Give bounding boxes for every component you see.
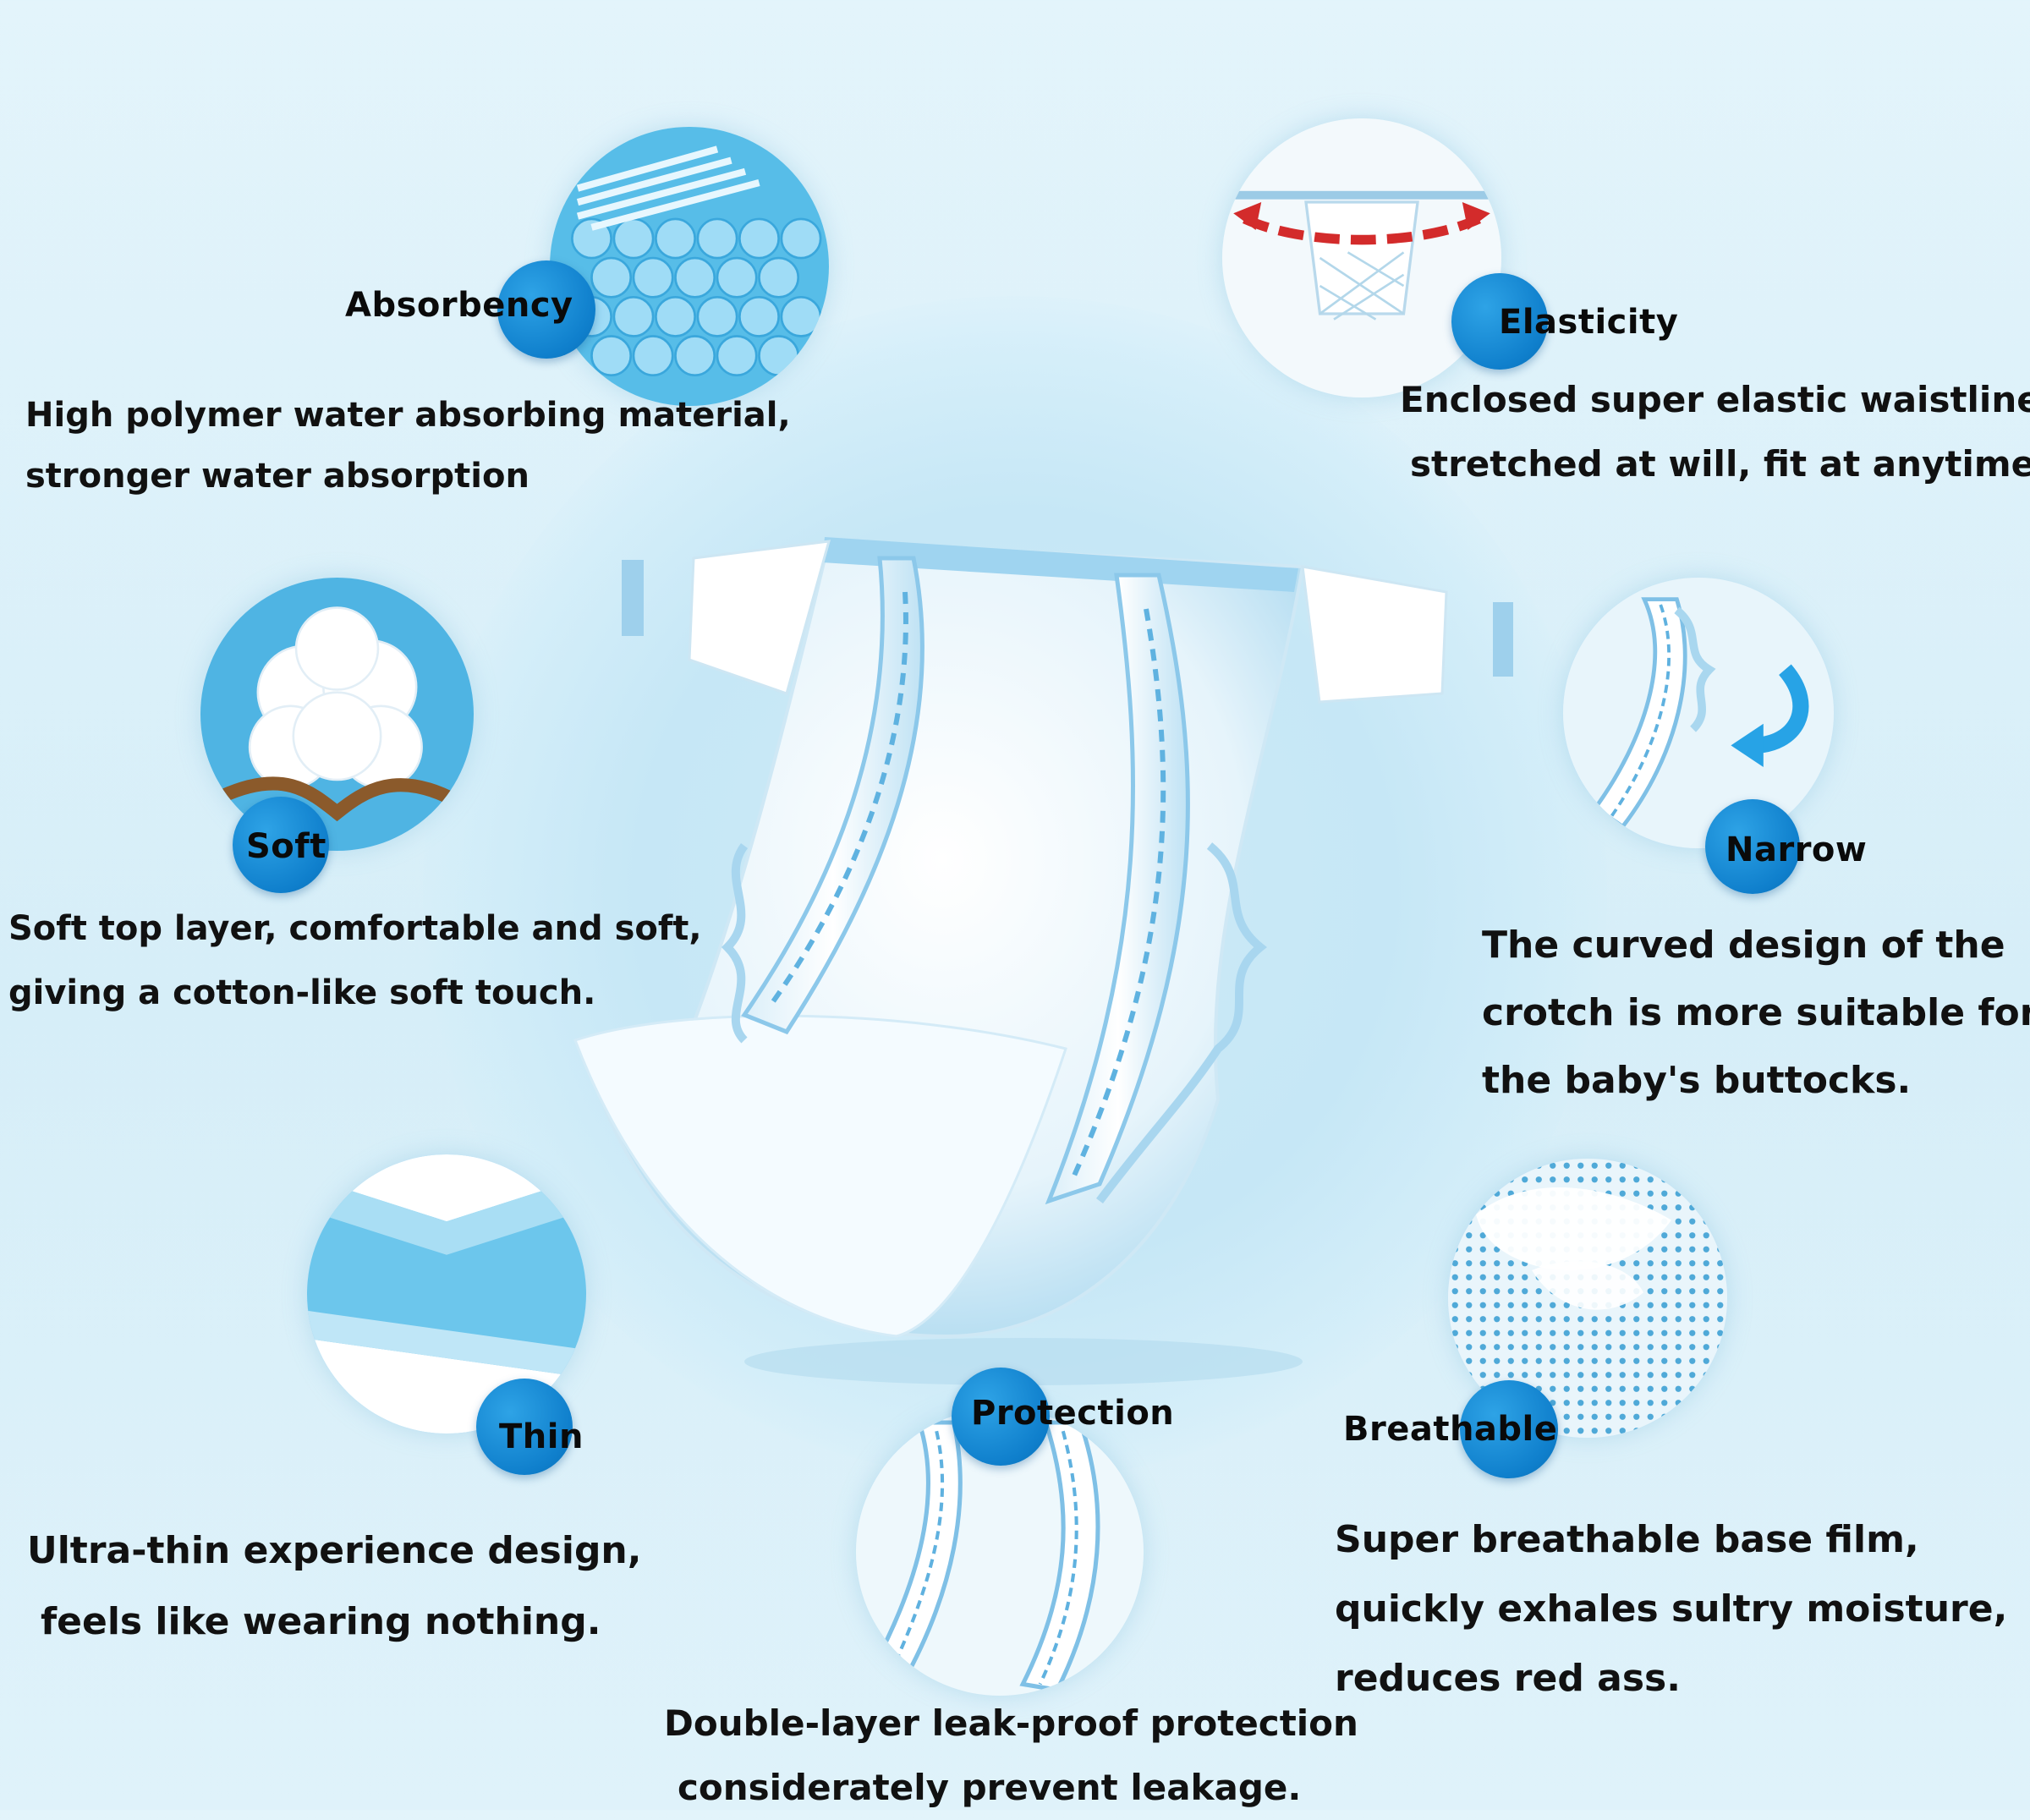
elastic-waistband-icon	[1222, 118, 1501, 397]
protection-title: Protection	[971, 1394, 1175, 1433]
narrow-image	[1563, 578, 1834, 848]
absorbency-title: Absorbency	[345, 286, 573, 325]
protection-badge	[952, 1368, 1050, 1466]
absorbency-image	[550, 127, 829, 406]
elasticity-title: Elasticity	[1499, 303, 1679, 342]
narrow-line-1: The curved design of the	[1482, 924, 2005, 967]
thin-description: Ultra-thin experience design, feels like…	[27, 1516, 641, 1658]
narrow-line-3: the baby's buttocks.	[1482, 1059, 1912, 1102]
soft-badge	[233, 797, 329, 893]
soft-image	[200, 578, 474, 851]
soft-line-2: giving a cotton-like soft touch.	[8, 973, 596, 1012]
narrow-title: Narrow	[1726, 831, 1868, 869]
cotton-boll-icon	[200, 578, 474, 851]
elasticity-badge	[1451, 273, 1548, 370]
breathable-line-3: reduces red ass.	[1335, 1657, 1681, 1700]
soft-description: Soft top layer, comfortable and soft, gi…	[8, 896, 702, 1025]
elasticity-image	[1222, 118, 1501, 397]
narrow-description: The curved design of the crotch is more …	[1482, 912, 2030, 1115]
elasticity-line-1: Enclosed super elastic waistline,	[1400, 379, 2030, 420]
protection-line-2: considerately prevent leakage.	[678, 1767, 1302, 1808]
breathable-description: Super breathable base film, quickly exha…	[1335, 1505, 2007, 1713]
absorbency-line-1: High polymer water absorbing material,	[25, 396, 791, 435]
polymer-beads-icon	[550, 127, 829, 406]
protection-description: Double-layer leak-proof protection consi…	[664, 1691, 1358, 1820]
elasticity-line-2: stretched at will, fit at anytime.	[1410, 443, 2030, 485]
thin-line-1: Ultra-thin experience design,	[27, 1529, 642, 1572]
elasticity-description: Enclosed super elastic waistline, stretc…	[1400, 368, 2030, 496]
protection-line-1: Double-layer leak-proof protection	[664, 1702, 1358, 1744]
narrow-badge	[1705, 799, 1800, 894]
thin-title: Thin	[499, 1417, 584, 1456]
soft-title: Soft	[246, 827, 326, 866]
breathable-line-1: Super breathable base film,	[1335, 1518, 1919, 1561]
thin-badge	[476, 1379, 573, 1475]
breathable-line-2: quickly exhales sultry moisture,	[1335, 1587, 2008, 1631]
absorbency-description: High polymer water absorbing material, s…	[25, 385, 791, 507]
absorbency-badge	[497, 260, 595, 359]
breathable-title: Breathable	[1343, 1410, 1558, 1449]
thin-line-2: feels like wearing nothing.	[41, 1600, 601, 1643]
curved-crotch-icon	[1563, 578, 1834, 848]
absorbency-line-2: stronger water absorption	[25, 457, 529, 496]
narrow-line-2: crotch is more suitable for	[1482, 991, 2030, 1034]
breathable-badge	[1460, 1380, 1558, 1478]
soft-line-1: Soft top layer, comfortable and soft,	[8, 909, 702, 948]
